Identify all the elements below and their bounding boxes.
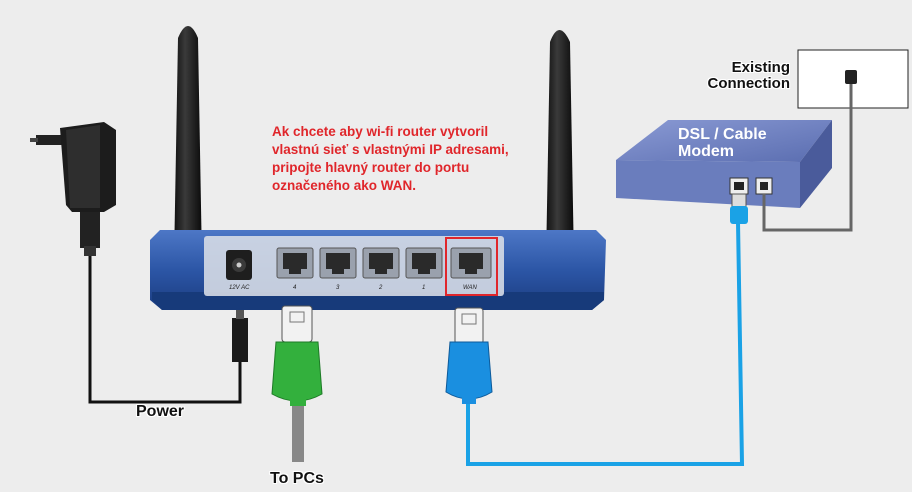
existing-label-line-2: Connection	[707, 75, 791, 92]
wan-port-label: WAN	[463, 285, 477, 291]
port-label-1: 1	[422, 285, 426, 291]
modem-label-line-1: DSL / Cable	[678, 126, 767, 143]
router-side-green-plug	[271, 305, 323, 406]
phone-line-cable	[762, 84, 853, 232]
wan-port	[450, 247, 492, 279]
power-plug	[232, 305, 248, 362]
wall-outlet	[797, 49, 909, 109]
lan-port-1	[405, 247, 443, 279]
modem-label: DSL / Cable Modem	[678, 126, 767, 160]
power-label: Power	[136, 403, 185, 420]
note-line-4: označeného ako WAN.	[272, 178, 417, 193]
existing-connection-label: Existing Connection	[660, 59, 791, 92]
modem-label-line-2: Modem	[678, 143, 734, 160]
port-label-4: 4	[293, 285, 297, 291]
note-line-2: vlastnú sieť s vlastnými IP adresami,	[272, 142, 509, 157]
power-cable	[88, 256, 242, 404]
modem-ethernet-port	[729, 177, 749, 195]
to-pcs-label: To PCs	[270, 470, 324, 487]
lan-port-2	[362, 247, 400, 279]
port-label-3: 3	[336, 285, 340, 291]
modem	[616, 120, 832, 208]
wan-instruction-note: Ak chcete aby wi-fi router vytvoril vlas…	[272, 123, 562, 195]
note-line-3: pripojte hlavný router do portu	[272, 160, 470, 175]
note-line-1: Ak chcete aby wi-fi router vytvoril	[272, 124, 489, 139]
lan-port-3	[319, 247, 357, 279]
router-side-blue-plug	[445, 307, 493, 404]
existing-label-line-1: Existing	[731, 59, 790, 76]
lan-port-4	[276, 247, 314, 279]
modem-phone-port	[755, 177, 773, 195]
wan-highlight-box	[445, 237, 498, 296]
wan-cable	[466, 221, 745, 466]
power-adapter	[30, 122, 116, 256]
router-power-jack	[226, 250, 252, 280]
power-port-label: 12V AC	[229, 285, 250, 291]
modem-side-blue-plug	[730, 193, 748, 224]
port-label-2: 2	[379, 285, 383, 291]
